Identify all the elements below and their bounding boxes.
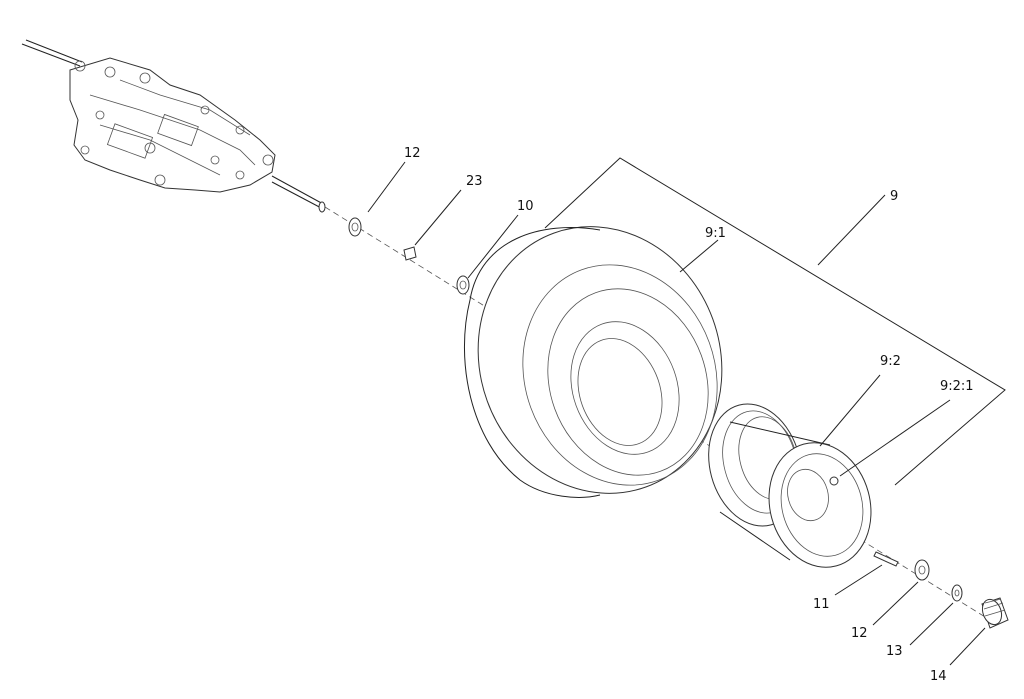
part-9-1-tire: 9:1	[463, 226, 726, 498]
callout-10: 10	[517, 199, 534, 214]
callout-23: 23	[466, 174, 483, 189]
callout-9: 9	[890, 189, 898, 204]
part-9-2-1-valve: 9:2:1	[829, 379, 974, 486]
transaxle-assembly	[21, 39, 326, 213]
callout-9-2-1: 9:2:1	[940, 379, 974, 394]
callout-14: 14	[930, 669, 947, 684]
callout-12-upper: 12	[404, 146, 421, 161]
callout-9-2: 9:2	[880, 354, 901, 369]
callout-11: 11	[813, 597, 830, 612]
part-14-cap: 14	[930, 597, 1009, 684]
part-13-washer: 13	[886, 584, 963, 659]
callout-13: 13	[886, 644, 903, 659]
part-12-washer: 12	[348, 146, 421, 237]
group-bracket-9: 9	[544, 157, 1006, 486]
part-11-key: 11	[813, 551, 899, 612]
part-10-washer: 10	[456, 199, 534, 295]
callout-12-lower: 12	[851, 626, 868, 641]
part-12-washer-lower: 12	[851, 559, 930, 641]
part-23-key: 23	[403, 174, 483, 261]
part-9-2-rim: 9:2	[708, 354, 901, 568]
callout-9-1: 9:1	[705, 226, 726, 241]
